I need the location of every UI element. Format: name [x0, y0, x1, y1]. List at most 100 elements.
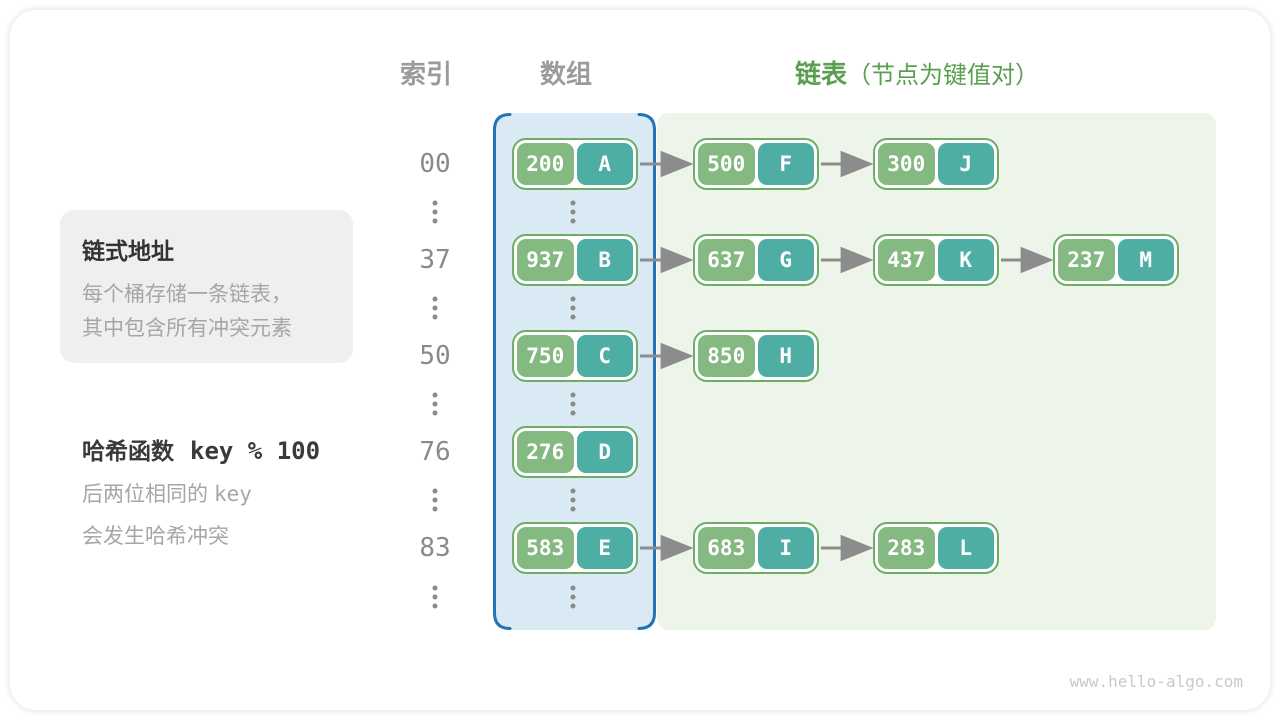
pair-key: 437 [878, 239, 935, 281]
pair-value: B [576, 239, 633, 281]
info-box-title: 链式地址 [82, 238, 174, 264]
dot [570, 401, 576, 407]
column-header-array: 数组 [540, 59, 593, 89]
ellipsis-dots [432, 200, 438, 224]
dot [432, 305, 438, 311]
dot [570, 209, 576, 215]
pair-value: H [757, 335, 814, 377]
dot [570, 305, 576, 311]
bucket-index-label: 83 [419, 533, 451, 563]
pair-key: 583 [517, 527, 574, 569]
pair-key: 500 [698, 143, 755, 185]
pair-value: L [937, 527, 994, 569]
ellipsis-dots [432, 392, 438, 416]
ellipsis-dots [570, 488, 576, 512]
pair-key: 276 [517, 431, 574, 473]
ellipsis-dots [570, 585, 576, 609]
hash-note-line: 会发生哈希冲突 [82, 525, 229, 548]
pair-value: F [757, 143, 814, 185]
dot [432, 209, 438, 215]
pair-key: 283 [878, 527, 935, 569]
dot [432, 314, 438, 320]
pair-value: I [757, 527, 814, 569]
dot [570, 488, 576, 494]
list-header-label: 链表 [795, 59, 848, 89]
bucket-index-label: 76 [419, 437, 451, 467]
dot [570, 603, 576, 609]
dot [432, 410, 438, 416]
pair-value: E [576, 527, 633, 569]
pair-key: 937 [517, 239, 574, 281]
dot [432, 401, 438, 407]
hash-function-label: 哈希函数 [82, 438, 174, 464]
dot [432, 506, 438, 512]
pair-value: J [937, 143, 994, 185]
hash-function-note: 哈希函数 key % 100 后两位相同的 key 会发生哈希冲突 [82, 432, 320, 550]
hash-note-line-text: 后两位相同的 [82, 483, 208, 506]
bucket-index-label: 00 [419, 149, 451, 179]
info-box: 链式地址 每个桶存储一条链表， 其中包含所有冲突元素 [60, 210, 353, 363]
info-box-line: 其中包含所有冲突元素 [82, 317, 292, 340]
pair-value: M [1117, 239, 1174, 281]
dot [432, 594, 438, 600]
pair-key: 750 [517, 335, 574, 377]
hash-note-line: 后两位相同的 key [82, 478, 320, 508]
pair-key: 200 [517, 143, 574, 185]
dot [432, 200, 438, 206]
dot [570, 497, 576, 503]
pair-value: K [937, 239, 994, 281]
pair-value: C [576, 335, 633, 377]
pair-key: 683 [698, 527, 755, 569]
pair-value: G [757, 239, 814, 281]
dot [432, 585, 438, 591]
ellipsis-dots [432, 296, 438, 320]
dot [432, 392, 438, 398]
dot [570, 585, 576, 591]
dot [432, 603, 438, 609]
column-header-list: 链表（节点为键值对） [795, 54, 1039, 91]
pair-key: 237 [1058, 239, 1115, 281]
dot [570, 392, 576, 398]
pair-value: D [576, 431, 633, 473]
ellipsis-dots [570, 296, 576, 320]
dot [432, 218, 438, 224]
info-box-line: 每个桶存储一条链表， [82, 283, 292, 306]
hash-note-line-code: key [214, 482, 252, 506]
pair-key: 637 [698, 239, 755, 281]
pair-key: 300 [878, 143, 935, 185]
hash-function-formula: key % 100 [190, 437, 321, 465]
list-header-note: （节点为键值对） [847, 62, 1040, 89]
dot [432, 488, 438, 494]
dot [570, 296, 576, 302]
hash-function-title: 哈希函数 key % 100 [82, 432, 320, 466]
ellipsis-dots [432, 585, 438, 609]
dot [570, 506, 576, 512]
ellipsis-dots [570, 392, 576, 416]
bucket-index-label: 37 [419, 245, 451, 275]
column-header-index: 索引 [400, 59, 453, 89]
pair-value: A [576, 143, 633, 185]
dot [432, 296, 438, 302]
dot [570, 410, 576, 416]
dot [570, 314, 576, 320]
watermark-url: www.hello-algo.com [1069, 672, 1243, 691]
dot [432, 497, 438, 503]
ellipsis-dots [570, 200, 576, 224]
dot [570, 594, 576, 600]
ellipsis-dots [432, 488, 438, 512]
dot [570, 218, 576, 224]
dot [570, 200, 576, 206]
